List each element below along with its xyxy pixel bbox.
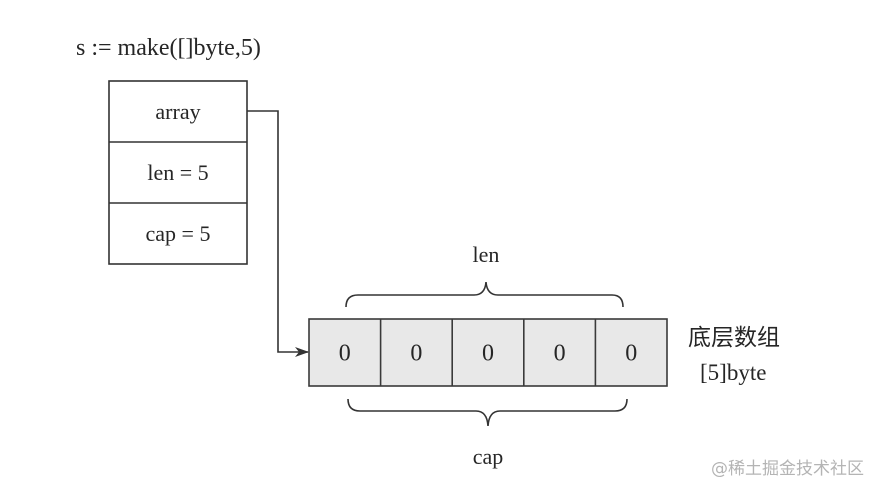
len-brace-label: len <box>473 242 500 267</box>
array-type-label: [5]byte <box>700 360 766 385</box>
array-box <box>308 318 668 387</box>
cap-brace-label: cap <box>473 444 504 469</box>
pointer-arrow <box>247 110 309 357</box>
len-brace <box>345 281 624 308</box>
field-len: len = 5 <box>147 160 208 185</box>
make-statement: s := make([]byte,5) <box>76 35 261 61</box>
array-cell-4: 0 <box>625 341 637 367</box>
underlying-array: 0 0 0 0 0 <box>308 318 668 387</box>
array-cell-2: 0 <box>482 341 494 367</box>
array-cell-0: 0 <box>339 341 351 367</box>
watermark: @稀土掘金技术社区 <box>711 459 864 479</box>
array-cell-1: 0 <box>410 341 422 367</box>
slice-header: array len = 5 cap = 5 <box>108 80 248 265</box>
array-cell-3: 0 <box>554 341 566 367</box>
field-cap: cap = 5 <box>146 221 211 246</box>
cap-brace <box>347 398 628 427</box>
slice-header-box <box>108 80 248 265</box>
array-caption: 底层数组 <box>688 325 780 351</box>
field-array: array <box>155 99 200 124</box>
